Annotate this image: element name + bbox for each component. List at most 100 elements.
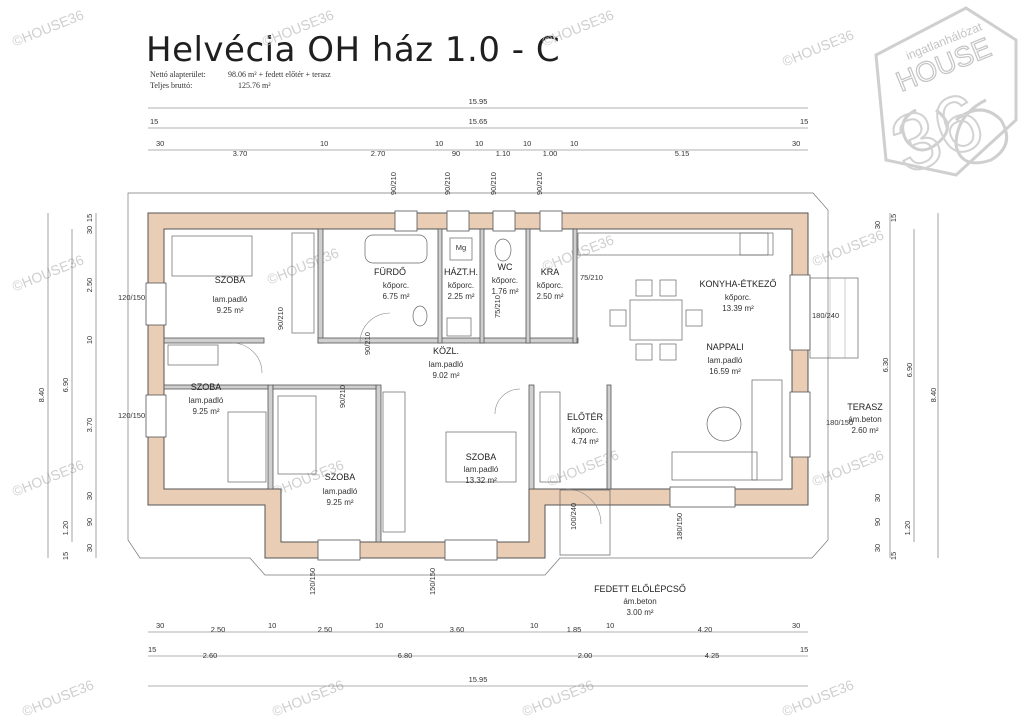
room-floor: kőporc. (383, 281, 409, 290)
opening-size: 90/210 (443, 172, 452, 195)
dim-left-total: 8.40 (37, 388, 46, 403)
window (789, 391, 811, 458)
interior-wall (272, 384, 377, 390)
opening-size: 100/240 (569, 503, 578, 530)
interior-wall (163, 384, 269, 390)
bed (445, 431, 517, 483)
dim-part: 15 (61, 552, 70, 560)
room-floor: kőporc. (537, 281, 563, 290)
room-area: 13.32 m² (465, 476, 497, 485)
room-area: 1.76 m² (491, 287, 518, 296)
dim-top-parts: 30 3.70 10 2.70 10 90 10 1.10 10 1.00 10… (156, 139, 800, 158)
room-name: NAPPALI (706, 342, 743, 352)
front-step (559, 489, 611, 556)
eave-outline (127, 192, 829, 576)
bed (171, 235, 253, 277)
dim-part: 10 (475, 139, 483, 148)
dim-part: 15 (85, 214, 94, 222)
opening-size: 90/210 (535, 172, 544, 195)
window (539, 210, 563, 232)
dim-part: 2.70 (371, 149, 386, 158)
door-swing (494, 388, 521, 415)
net-area-label: Nettó alapterület: (150, 70, 206, 79)
dim-part: 30 (873, 544, 882, 552)
room-floor: lam.padló (189, 396, 224, 405)
gross-area-value: 125.76 m² (238, 81, 271, 90)
dim-part: 15 (889, 214, 898, 222)
opening-labels: 90/210 90/210 90/210 90/210 120/150 120/… (118, 172, 853, 595)
room-area: 3.00 m² (626, 608, 653, 617)
opening-size: 180/150 (675, 513, 684, 540)
dim-part: 6.80 (398, 651, 413, 660)
opening-size: 120/150 (118, 411, 145, 420)
door-swing (231, 342, 263, 374)
interior-wall (375, 384, 382, 543)
dim-part: 3.70 (233, 149, 248, 158)
room-name: KONYHA-ÉTKEZŐ (699, 279, 776, 289)
room-floor: lam.padló (708, 356, 743, 365)
dim-part: 1.85 (567, 625, 582, 634)
dim-part: 4.25 (705, 651, 720, 660)
room-area: 9.25 m² (326, 498, 353, 507)
window (394, 210, 418, 232)
room-name: TERASZ (847, 402, 883, 412)
dim-left-parts: 15 30 2.50 10 3.70 30 90 1.20 30 15 (61, 214, 94, 560)
dim-part: 1.00 (543, 149, 558, 158)
dim-top-inner: 15.65 (469, 117, 488, 126)
chair (635, 279, 653, 297)
interior-wall (479, 228, 485, 344)
room-area: 2.50 m² (536, 292, 563, 301)
room-area: 4.74 m² (571, 437, 598, 446)
room-labels: SZOBA lam.padló 9.25 m² FÜRDŐ kőporc. 6.… (189, 262, 884, 617)
dim-top-edge: 15 (150, 117, 158, 126)
dim-part: 30 (792, 621, 800, 630)
washing-machine (449, 237, 473, 261)
wardrobe (382, 391, 406, 533)
dim-part: 10 (570, 139, 578, 148)
room-floor: lam.padló (429, 360, 464, 369)
dim-part: 30 (156, 621, 164, 630)
coffee-table (706, 406, 742, 442)
room-area: 9.25 m² (192, 407, 219, 416)
dim-part: 30 (873, 494, 882, 502)
opening-size: 120/150 (118, 293, 145, 302)
terrace-door (789, 274, 811, 351)
toilet (494, 238, 512, 262)
room-floor: ám.beton (848, 415, 881, 424)
dim-part: 90 (873, 518, 882, 526)
dim-part: 3.70 (85, 418, 94, 433)
room-area: 9.02 m² (432, 371, 459, 380)
dim-part: 10 (530, 621, 538, 630)
interior-wall (317, 337, 579, 344)
window (669, 486, 736, 508)
bed (277, 395, 317, 475)
dim-bottom-parts-2: 15 2.60 6.80 2.00 4.25 15 (148, 645, 808, 660)
opening-size: 120/150 (308, 568, 317, 595)
dim-part: 10 (85, 336, 94, 344)
dim-bottom-total: 15.95 (469, 675, 488, 684)
opening-size: 90/210 (276, 307, 285, 330)
room-floor: lam.padló (213, 295, 248, 304)
room-area: 2.25 m² (447, 292, 474, 301)
wardrobe (539, 391, 561, 483)
opening-size: 90/210 (489, 172, 498, 195)
dim-part: 30 (85, 544, 94, 552)
door-swing (565, 488, 602, 525)
dim-part: 1.10 (496, 149, 511, 158)
room-name: KRA (541, 267, 560, 277)
washing-machine-label: Mg (456, 243, 466, 252)
dining-table (629, 299, 683, 341)
interior-wall (572, 228, 578, 344)
room-area: 2.60 m² (851, 426, 878, 435)
dim-part: 10 (523, 139, 531, 148)
sofa (671, 451, 758, 481)
page-title: Helvécia OH ház 1.0 - C (146, 30, 561, 70)
room-name: HÁZT.H. (444, 267, 478, 277)
bathtub (364, 234, 428, 264)
dim-left-inner: 6.90 (61, 378, 70, 393)
dim-part: 2.50 (211, 625, 226, 634)
opening-size: 90/210 (338, 385, 347, 408)
dim-top-total: 15.95 (469, 97, 488, 106)
room-name: WC (498, 262, 513, 272)
